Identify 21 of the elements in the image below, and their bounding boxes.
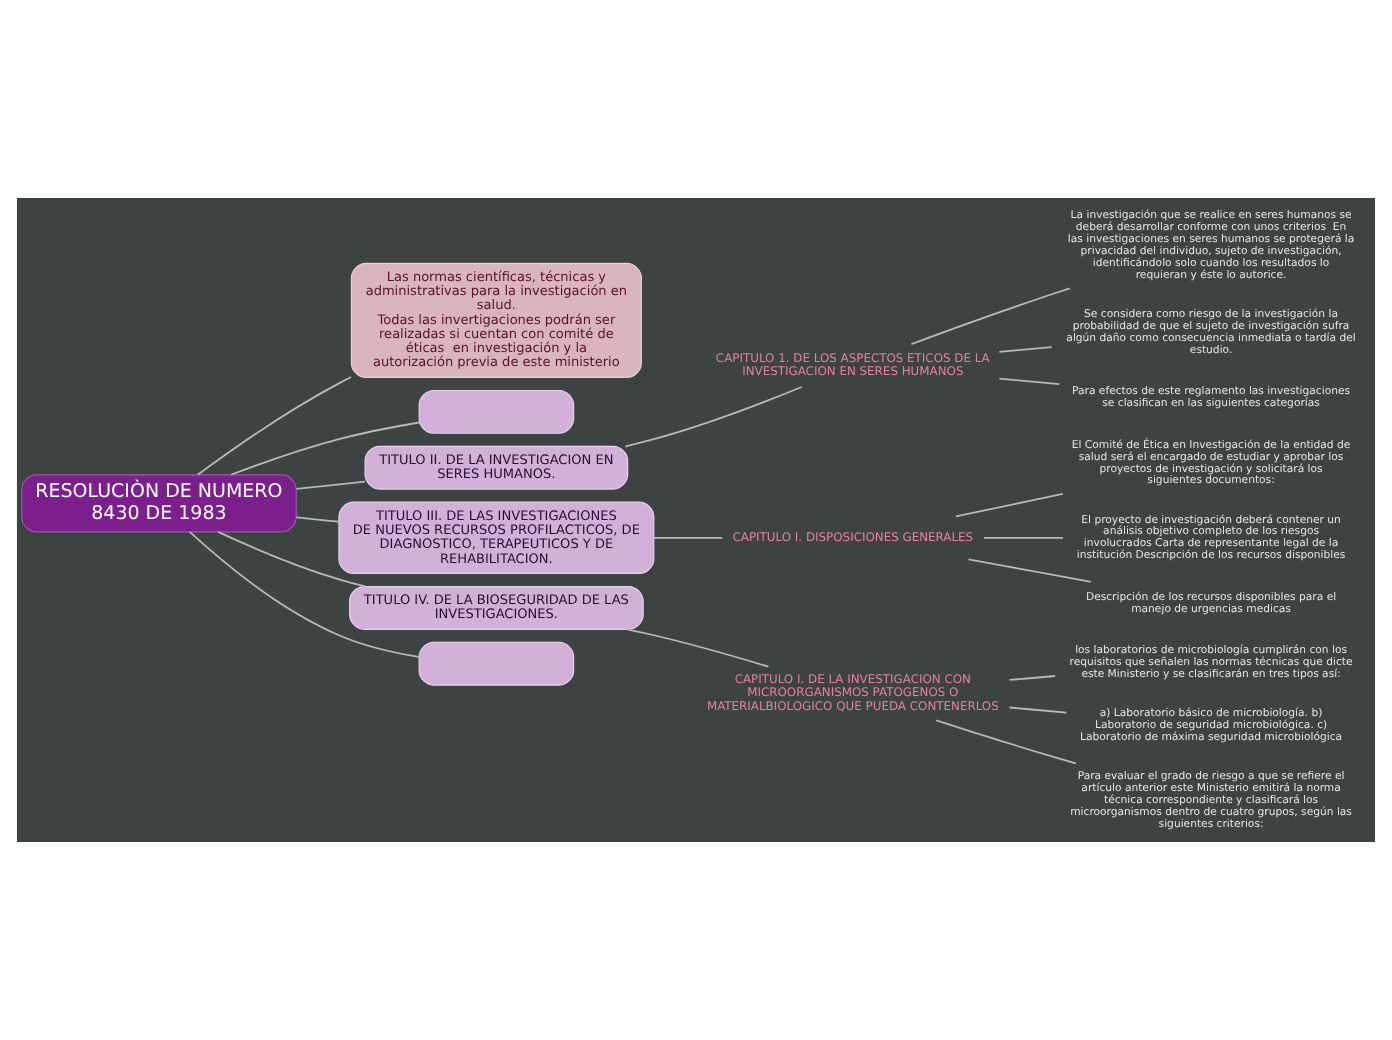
connector bbox=[910, 287, 1071, 345]
connector bbox=[188, 531, 420, 658]
connector bbox=[295, 480, 366, 490]
connector bbox=[967, 558, 1092, 583]
connector bbox=[998, 346, 1053, 353]
connector bbox=[624, 386, 803, 448]
connector bbox=[1008, 706, 1068, 714]
connector bbox=[955, 493, 1064, 518]
node-box bbox=[418, 641, 575, 686]
connector bbox=[653, 536, 723, 539]
connector bbox=[230, 421, 420, 476]
connector bbox=[983, 536, 1064, 539]
node-box: RESOLUCIÒN DE NUMERO 8430 DE 1983 bbox=[21, 474, 297, 533]
connector bbox=[626, 628, 770, 668]
connector bbox=[935, 719, 1077, 765]
node-box bbox=[418, 389, 575, 434]
connector bbox=[217, 531, 366, 588]
connector bbox=[295, 516, 340, 523]
connector bbox=[1008, 675, 1057, 681]
connector bbox=[998, 377, 1061, 385]
connector bbox=[196, 376, 353, 476]
